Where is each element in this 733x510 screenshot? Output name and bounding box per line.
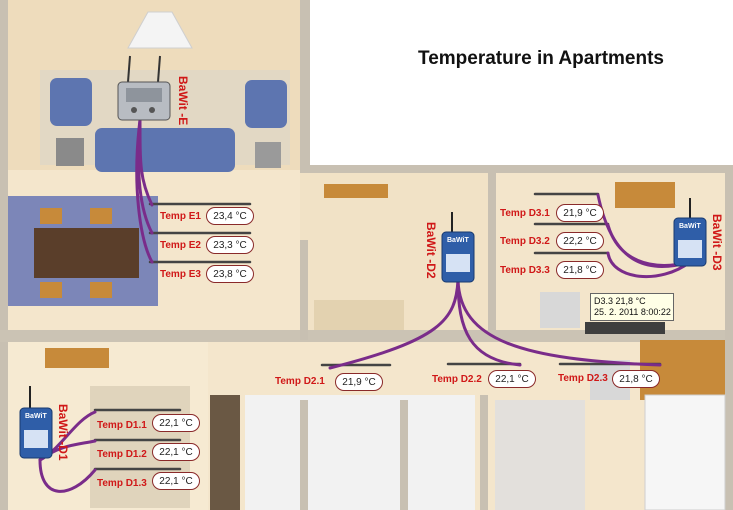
- sensor-label-e1: Temp E1: [160, 211, 201, 222]
- device-label-d3: BaWit -D3: [710, 214, 724, 271]
- sensor-value-d22: 22,1 °C: [488, 370, 536, 388]
- sensor-value-d21: 21,9 °C: [335, 373, 383, 391]
- sensor-label-d31: Temp D3.1: [500, 208, 550, 219]
- sensor-label-d33: Temp D3.3: [500, 265, 550, 276]
- sensor-label-d12: Temp D1.2: [97, 449, 147, 460]
- sensor-value-d12: 22,1 °C: [152, 443, 200, 461]
- device-brand-d2: BaWiT: [447, 237, 469, 244]
- sensor-label-e3: Temp E3: [160, 269, 201, 280]
- tooltip-reading: D3.3 21,8 °C: [594, 296, 646, 306]
- sensor-label-d32: Temp D3.2: [500, 236, 550, 247]
- sensor-label-d13: Temp D1.3: [97, 478, 147, 489]
- sensor-value-d31: 21,9 °C: [556, 204, 604, 222]
- sensor-label-d11: Temp D1.1: [97, 420, 147, 431]
- device-d3: [673, 198, 707, 267]
- device-d2: [441, 212, 475, 283]
- device-brand-d1: BaWiT: [25, 413, 47, 420]
- sensor-value-d33: 21,8 °C: [556, 261, 604, 279]
- sensor-value-e2: 23,3 °C: [206, 236, 254, 254]
- tooltip-timestamp: 25. 2. 2011 8:00:22: [594, 307, 671, 317]
- sensor-value-d32: 22,2 °C: [556, 232, 604, 250]
- sensor-value-d13: 22,1 °C: [152, 472, 200, 490]
- sensor-value-d23: 21,8 °C: [612, 370, 660, 388]
- sensor-label-d23: Temp D2.3: [558, 373, 608, 384]
- device-label-d1: BaWit -D1: [56, 404, 70, 461]
- device-brand-d3: BaWiT: [679, 223, 701, 230]
- page-title: Temperature in Apartments: [418, 48, 664, 69]
- sensor-label-d21: Temp D2.1: [275, 376, 325, 387]
- device-label-e: BaWit -E: [176, 76, 190, 126]
- sensor-value-e3: 23,8 °C: [206, 265, 254, 283]
- device-e: [117, 55, 171, 121]
- sensor-label-e2: Temp E2: [160, 240, 201, 251]
- sensor-value-e1: 23,4 °C: [206, 207, 254, 225]
- sensor-value-d11: 22,1 °C: [152, 414, 200, 432]
- device-d1: [19, 386, 53, 459]
- device-label-d2: BaWit -D2: [424, 222, 438, 279]
- sensor-label-d22: Temp D2.2: [432, 374, 482, 385]
- sensor-tooltip: D3.3 21,8 °C 25. 2. 2011 8:00:22: [590, 293, 674, 321]
